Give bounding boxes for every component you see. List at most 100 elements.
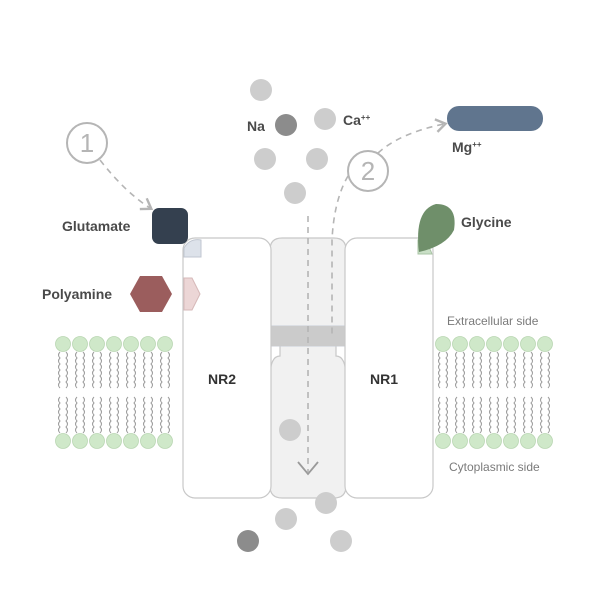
polyamine-hexagon-icon	[130, 276, 172, 312]
lipid-head	[435, 336, 451, 352]
arrow-step-1	[99, 159, 154, 211]
sodium-ion	[237, 530, 259, 552]
lipid-tail	[496, 396, 499, 434]
lipid-head	[469, 433, 485, 449]
lipid-tail	[75, 351, 78, 389]
lipid-tail	[160, 351, 163, 389]
lipid-tail	[150, 396, 153, 434]
nr2-subunit	[182, 237, 272, 499]
lipid-tail	[489, 351, 492, 389]
lipid-tail	[143, 351, 146, 389]
lipid-tail	[462, 396, 465, 434]
lipid-tail	[540, 351, 543, 389]
lipid-tail	[160, 396, 163, 434]
step-1-circle	[66, 122, 108, 164]
membrane-right	[435, 336, 553, 449]
lipid-tail	[109, 396, 112, 434]
step-1-number: 1	[80, 128, 94, 158]
lipid-tail	[496, 351, 499, 389]
lipid-head	[140, 336, 156, 352]
lipid-head	[486, 433, 502, 449]
lipid-tail	[92, 396, 95, 434]
lipid-tail	[92, 351, 95, 389]
glycine-label: Glycine	[461, 214, 512, 230]
extracellular-label: Extracellular side	[447, 314, 539, 328]
lipid-tail	[530, 351, 533, 389]
lipid-tail	[109, 351, 112, 389]
lipid-tail	[479, 396, 482, 434]
lipid-tail	[438, 396, 441, 434]
nr1-subunit	[344, 237, 434, 499]
lipid-head	[537, 433, 553, 449]
pore-constriction-core	[270, 326, 346, 346]
glutamate-label: Glutamate	[62, 218, 131, 234]
glycine-leaf-icon	[418, 204, 455, 252]
lipid-tail	[540, 396, 543, 434]
calcium-label: Ca++	[343, 112, 371, 128]
lipid-head	[72, 336, 88, 352]
lipid-head	[469, 336, 485, 352]
magnesium-block-icon	[447, 106, 543, 131]
lipid-head	[106, 433, 122, 449]
lipid-tail	[116, 396, 119, 434]
lipid-tail	[133, 396, 136, 434]
lipid-head	[140, 433, 156, 449]
ion-circle	[275, 508, 297, 530]
polyamine-label: Polyamine	[42, 286, 112, 302]
lipid-head	[157, 336, 173, 352]
lipid-tail	[523, 396, 526, 434]
arrow-step-2-to-mg	[377, 118, 448, 154]
nr1-label: NR1	[370, 371, 398, 387]
lipid-tail	[133, 351, 136, 389]
ion-circle	[284, 182, 306, 204]
membrane-left	[55, 336, 173, 449]
lipid-tail	[506, 351, 509, 389]
lipid-head	[452, 336, 468, 352]
lipid-head	[503, 336, 519, 352]
lipid-tail	[506, 396, 509, 434]
lipid-tail	[472, 351, 475, 389]
lipid-head	[72, 433, 88, 449]
lipid-tail	[150, 351, 153, 389]
polyamine-binding-site	[183, 277, 201, 311]
lipid-head	[435, 433, 451, 449]
glutamate-square-icon	[152, 208, 188, 244]
ion-circle	[279, 419, 301, 441]
lipid-tail	[65, 396, 68, 434]
lipid-tail	[547, 351, 550, 389]
lipid-head	[123, 433, 139, 449]
glutamate-binding-site	[183, 239, 202, 258]
lipid-head	[55, 336, 71, 352]
lipid-tail	[472, 396, 475, 434]
magnesium-label: Mg++	[452, 139, 482, 155]
lipid-tail	[513, 351, 516, 389]
lipid-tail	[75, 396, 78, 434]
lipid-head	[123, 336, 139, 352]
arrow-step-2-stem	[331, 175, 349, 338]
lipid-tail	[455, 351, 458, 389]
lipid-tail	[445, 351, 448, 389]
lipid-tail	[126, 396, 129, 434]
lipid-tail	[489, 396, 492, 434]
lipid-tail	[143, 396, 146, 434]
lipid-tail	[58, 396, 61, 434]
ion-circle	[250, 79, 272, 101]
ion-circle	[254, 148, 276, 170]
lipid-head	[452, 433, 468, 449]
lipid-tail	[126, 351, 129, 389]
lipid-tail	[82, 396, 85, 434]
lipid-tail	[547, 396, 550, 434]
lipid-tail	[58, 351, 61, 389]
lipid-tail	[523, 351, 526, 389]
lipid-head	[486, 336, 502, 352]
lipid-tail	[513, 396, 516, 434]
lipid-tail	[82, 351, 85, 389]
lipid-tail	[99, 351, 102, 389]
calcium-ion	[314, 108, 336, 130]
lipid-head	[89, 433, 105, 449]
lipid-head	[537, 336, 553, 352]
nr2-label: NR2	[208, 371, 236, 387]
lipid-tail	[455, 396, 458, 434]
cytoplasmic-label: Cytoplasmic side	[449, 460, 540, 474]
